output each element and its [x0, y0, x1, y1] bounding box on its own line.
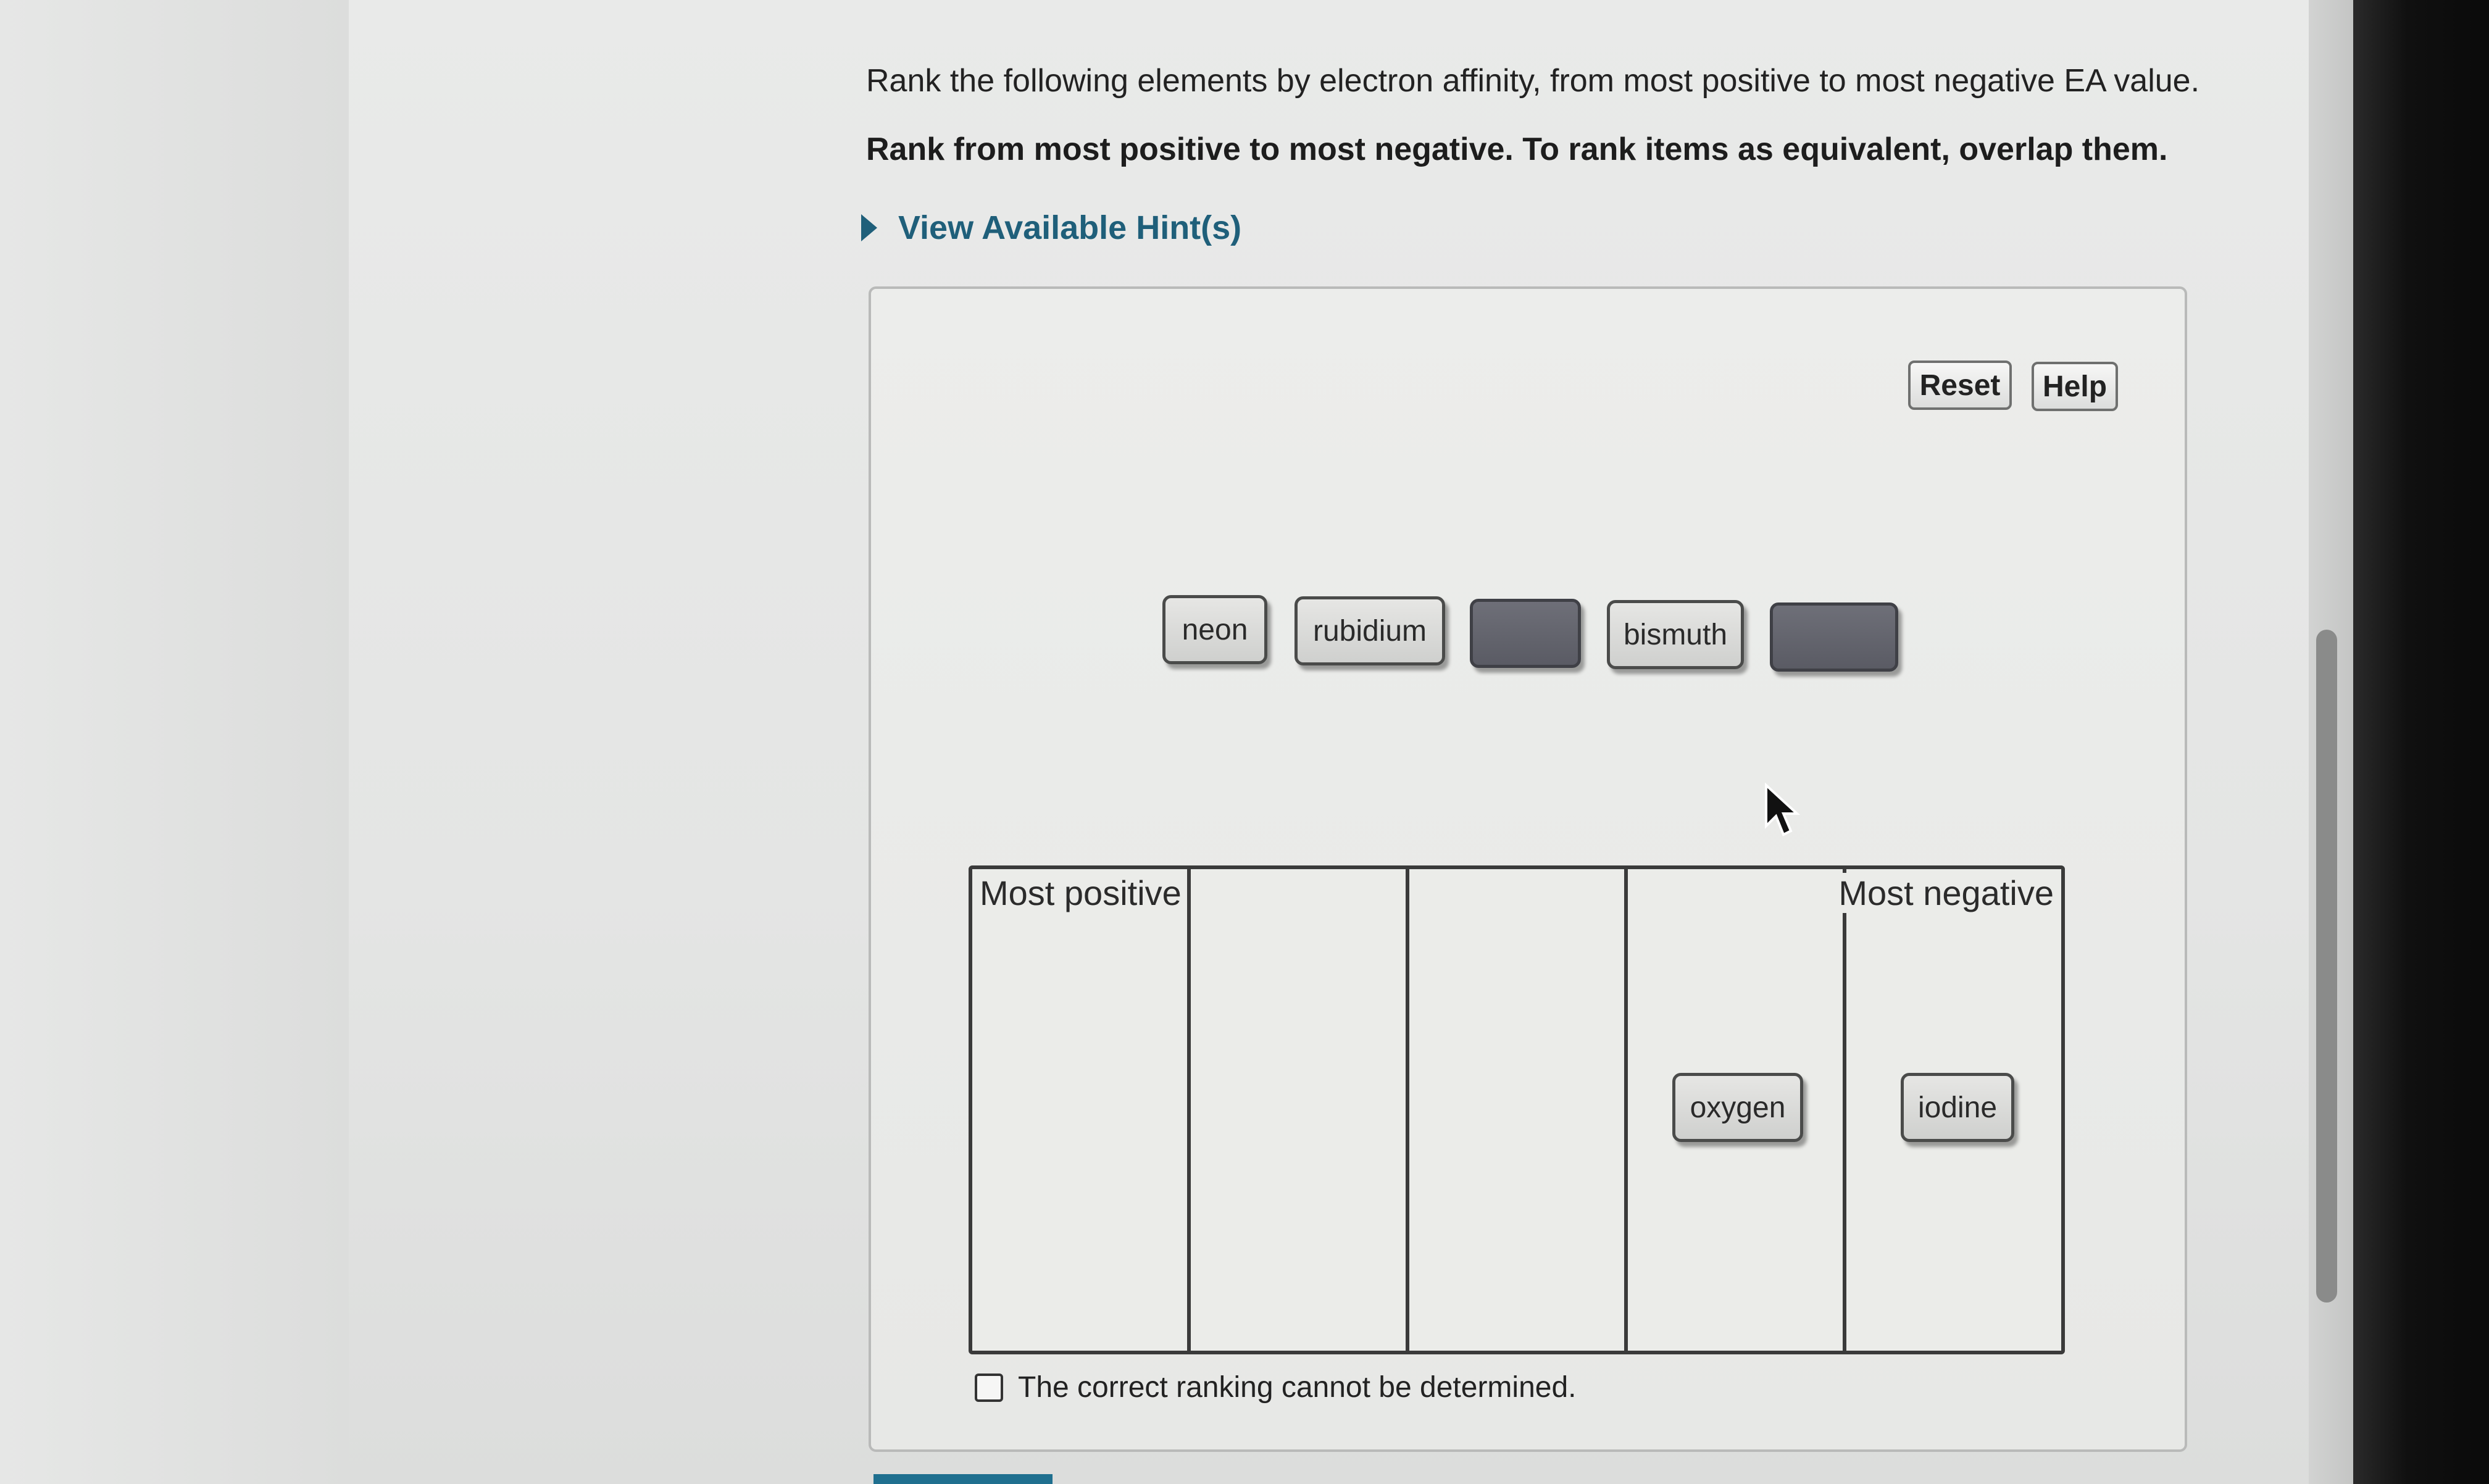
cannot-determine-checkbox[interactable]	[975, 1373, 1003, 1402]
bin-5[interactable]: Most negative iodine	[1835, 869, 2061, 1351]
ranking-panel: Reset Help neon rubidium bismuth Most po…	[869, 286, 2187, 1452]
cannot-determine-option[interactable]: The correct ranking cannot be determined…	[975, 1370, 1577, 1404]
submit-button-edge[interactable]	[873, 1474, 1053, 1484]
tile-iodine[interactable]: iodine	[1901, 1073, 2014, 1142]
most-negative-label: Most negative	[1835, 873, 2057, 913]
tile-rubidium[interactable]: rubidium	[1295, 596, 1445, 665]
scrollbar-thumb[interactable]	[2316, 630, 2337, 1303]
reset-button[interactable]: Reset	[1908, 361, 2012, 410]
monitor-bezel	[2353, 0, 2489, 1484]
page: Rank the following elements by electron …	[349, 0, 2353, 1484]
tile-bismuth[interactable]: bismuth	[1607, 600, 1744, 669]
question-text: Rank the following elements by electron …	[866, 63, 2200, 99]
tile-blank[interactable]	[1770, 602, 1898, 672]
tile-neon[interactable]: neon	[1162, 595, 1267, 664]
bin-1[interactable]: Most positive	[972, 869, 1191, 1351]
bin-4[interactable]: oxygen	[1628, 869, 1846, 1351]
most-positive-label: Most positive	[976, 873, 1185, 913]
view-hints-link[interactable]: View Available Hint(s)	[861, 209, 1241, 247]
help-button[interactable]: Help	[2032, 362, 2118, 411]
bin-3[interactable]	[1409, 869, 1628, 1351]
mouse-pointer-icon	[1765, 783, 1801, 836]
question-instruction: Rank from most positive to most negative…	[866, 131, 2168, 167]
ranking-bins: Most positive oxygen Most negative iodin…	[969, 865, 2065, 1354]
caret-right-icon	[861, 214, 877, 241]
background-left	[0, 0, 351, 1484]
cannot-determine-label: The correct ranking cannot be determined…	[1018, 1371, 1577, 1404]
view-hints-label: View Available Hint(s)	[898, 209, 1242, 246]
bin-2[interactable]	[1191, 869, 1409, 1351]
tile-blank[interactable]	[1470, 599, 1581, 668]
tile-oxygen[interactable]: oxygen	[1672, 1073, 1803, 1142]
